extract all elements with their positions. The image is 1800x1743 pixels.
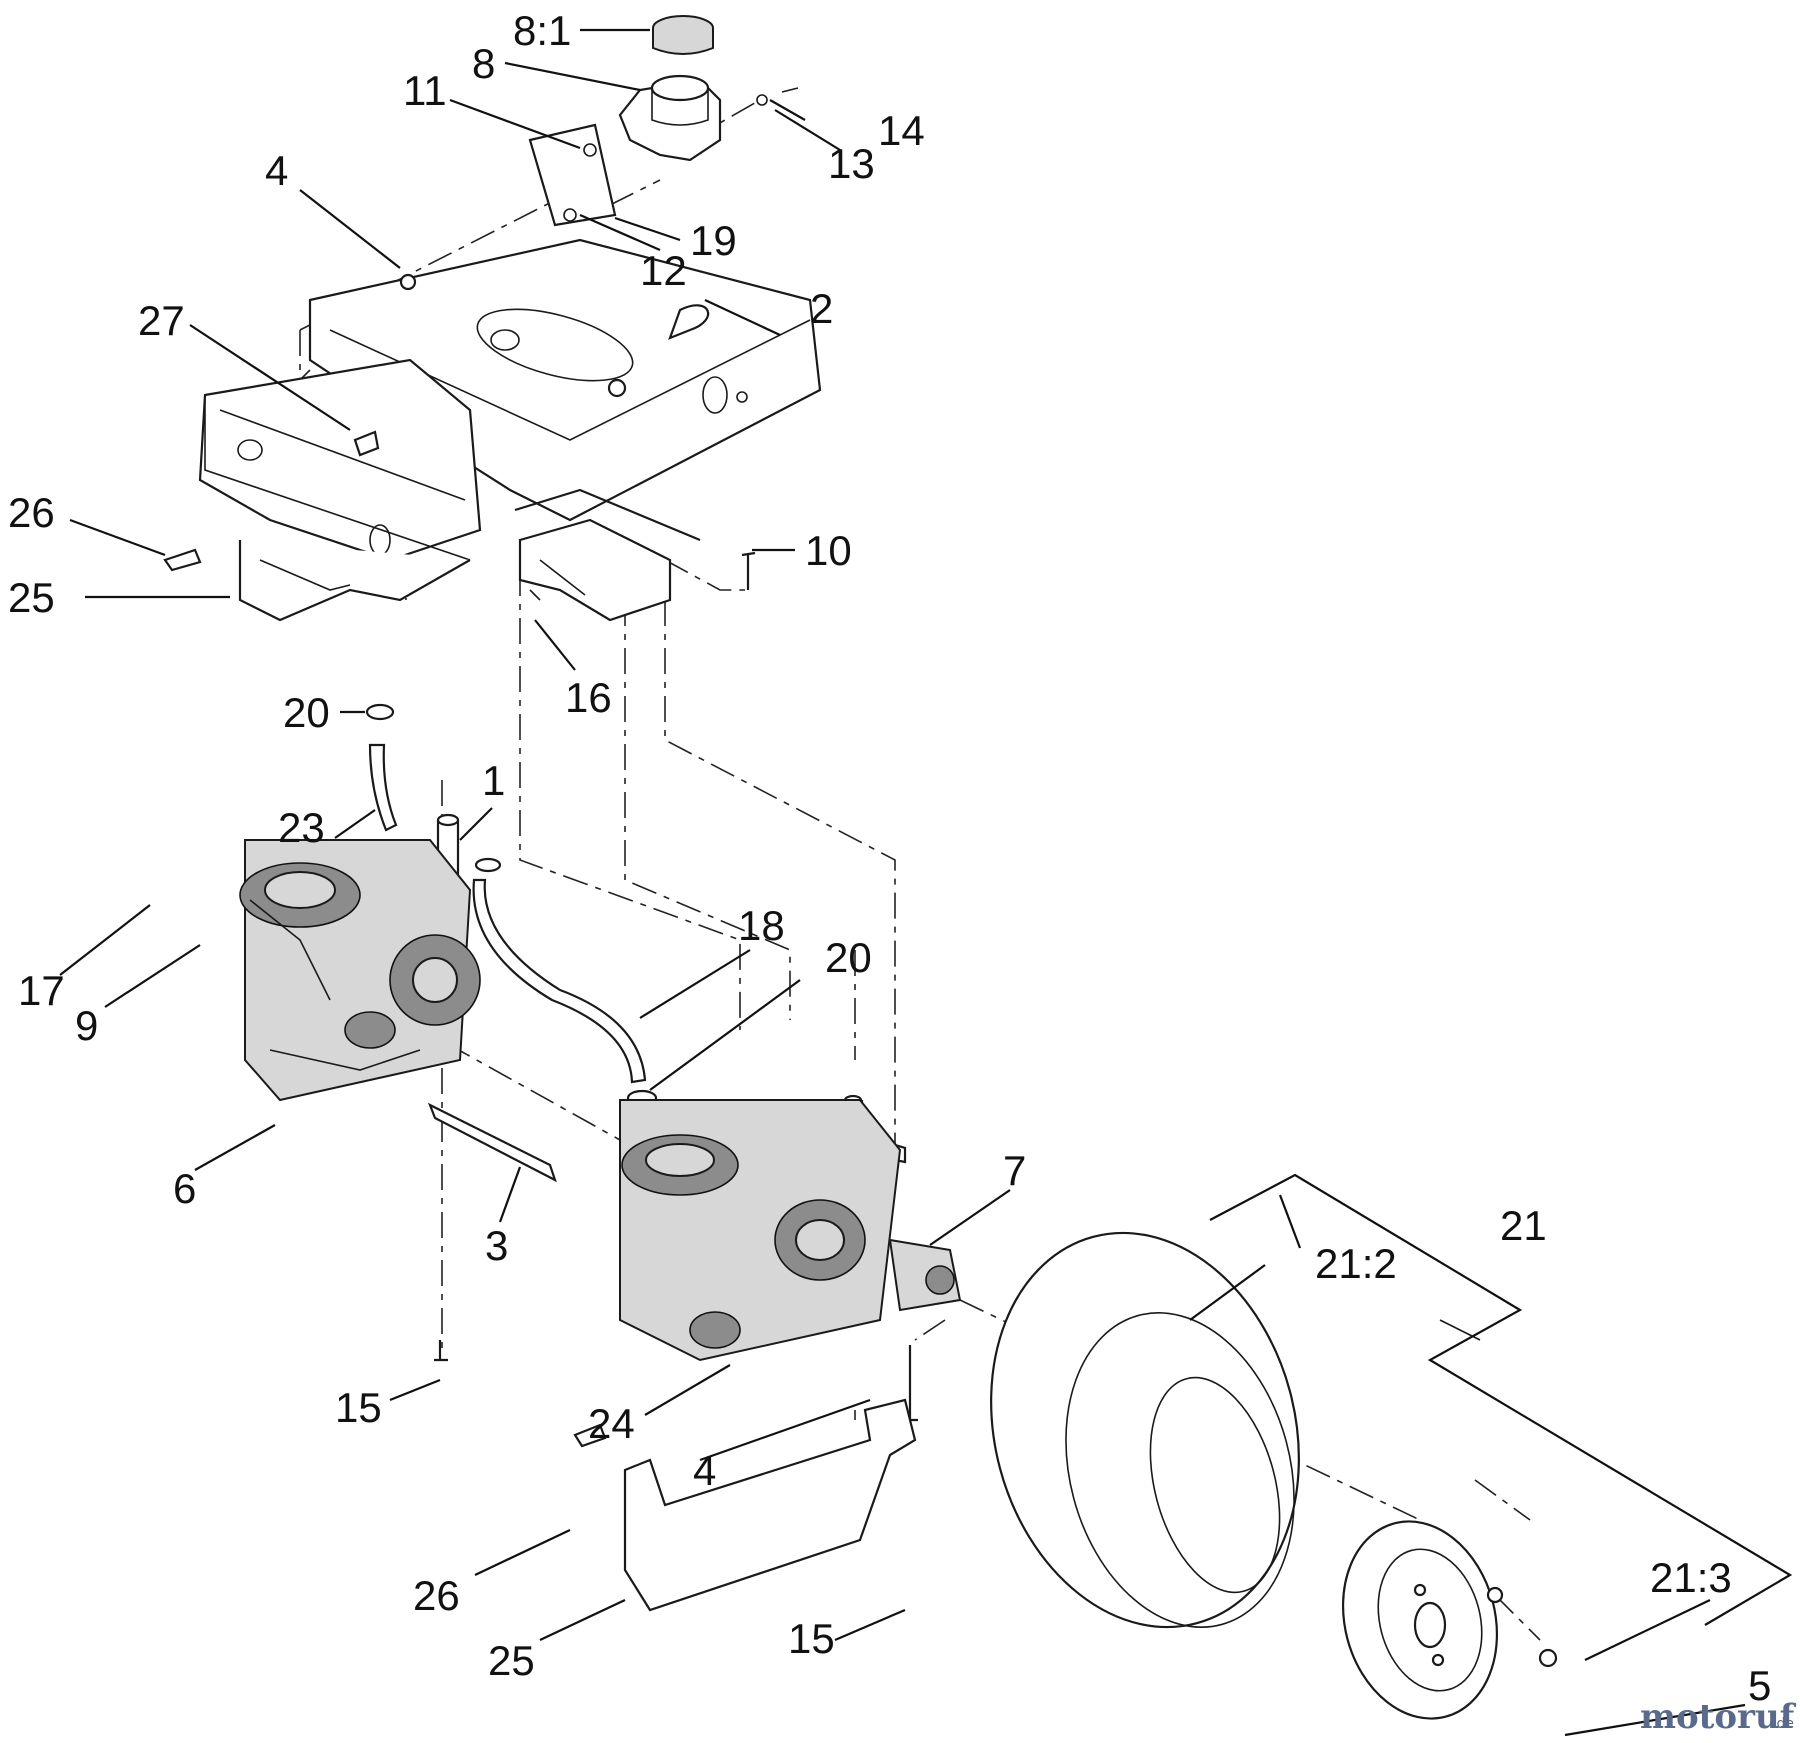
callout-4-top: 4	[265, 147, 288, 194]
left-transmission	[239, 839, 481, 1102]
callout-25-bottom: 25	[488, 1637, 535, 1684]
callout-19: 19	[690, 217, 737, 264]
callout-26-bottom: 26	[413, 1572, 460, 1619]
callout-3: 3	[485, 1222, 508, 1269]
callout-5: 5	[1748, 1662, 1771, 1709]
callout-21: 21	[1500, 1202, 1547, 1249]
leader-lines	[59, 28, 1746, 1737]
callout-12: 12	[640, 247, 687, 294]
wheel-assembly	[990, 1231, 1558, 1720]
callout-15-bottom: 15	[788, 1615, 835, 1662]
callout-8: 8	[472, 40, 495, 87]
callout-21-2: 21:2	[1315, 1240, 1397, 1287]
right-transmission	[619, 1099, 962, 1362]
callout-20-top: 20	[283, 689, 330, 736]
hoses	[365, 703, 864, 1183]
callout-23: 23	[278, 804, 325, 851]
callout-11: 11	[403, 67, 447, 114]
callout-13: 13	[828, 140, 875, 187]
callout-18: 18	[738, 902, 785, 949]
callout-7: 7	[1003, 1147, 1026, 1194]
callout-4-bottom: 4	[693, 1447, 716, 1494]
callout-8-1: 8:1	[513, 7, 571, 54]
callout-6: 6	[173, 1165, 196, 1212]
hardware	[163, 273, 918, 1448]
callout-16: 16	[565, 674, 612, 721]
reservoir-assembly	[528, 15, 799, 227]
callout-24: 24	[588, 1400, 635, 1447]
callout-2: 2	[810, 285, 833, 332]
callout-25-top: 25	[8, 574, 55, 621]
watermark-suffix: .de	[1772, 1716, 1794, 1732]
callout-21-3: 21:3	[1650, 1554, 1732, 1601]
chassis-frame	[198, 238, 822, 622]
watermark-logo: motoruf .de	[1640, 1697, 1797, 1737]
watermark-brand: motoruf	[1640, 1697, 1797, 1737]
lower-bracket	[623, 1398, 917, 1612]
callouts: 8:1 8 11 14 13 4 19 12 27 2 26 25 10 16 …	[8, 7, 1771, 1709]
callout-9: 9	[75, 1002, 98, 1049]
callout-10: 10	[805, 527, 852, 574]
callout-1: 1	[482, 757, 505, 804]
callout-26-top: 26	[8, 489, 55, 536]
callout-27: 27	[138, 297, 185, 344]
wheel-group-bracket	[1209, 1173, 1793, 1626]
callout-15-left: 15	[335, 1384, 382, 1431]
callout-14: 14	[878, 107, 925, 154]
callout-20-mid: 20	[825, 934, 872, 981]
callout-17: 17	[18, 967, 65, 1014]
